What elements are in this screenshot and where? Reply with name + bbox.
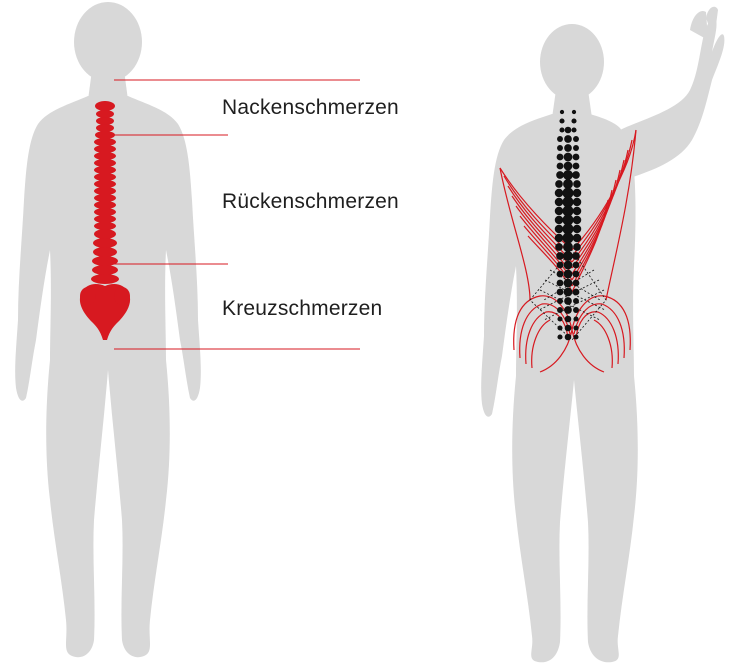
vertebra-dot: [557, 316, 562, 321]
vertebra-dot: [565, 127, 572, 134]
vertebra-dot: [573, 198, 582, 207]
vertebra-dot: [573, 271, 580, 278]
vertebra-dot: [556, 171, 564, 179]
vertebra-dot: [573, 234, 582, 243]
vertebra-dot: [573, 136, 579, 142]
vertebra-dot: [573, 243, 581, 251]
vertebra-dot: [573, 316, 578, 321]
vertebra-dot: [559, 127, 564, 132]
vertebra-dot: [573, 145, 579, 151]
vertebra-dot: [573, 216, 582, 225]
vertebra-dot: [555, 189, 564, 198]
vertebra-dot: [573, 154, 580, 161]
vertebra-dot: [573, 207, 582, 216]
vertebra-dot: [560, 110, 564, 114]
vertebra-dot: [564, 288, 573, 297]
vertebra-dot: [564, 279, 573, 288]
vertebra-dot: [565, 334, 572, 341]
vertebra-dot: [557, 154, 564, 161]
vertebra-dot: [557, 325, 562, 330]
vertebra-dot: [559, 118, 564, 123]
vertebra-dot: [555, 198, 564, 207]
vertebra-dot: [572, 110, 576, 114]
vertebra-dot: [573, 189, 582, 198]
vertebra-dot: [572, 171, 580, 179]
vertebra-dot: [564, 270, 573, 279]
vertebra-dot: [573, 298, 579, 304]
vertebra-dot: [557, 262, 564, 269]
vertebra-dot: [571, 118, 576, 123]
vertebra-dot: [573, 180, 581, 188]
vertebra-dot: [564, 261, 573, 270]
vertebra-dot: [557, 163, 564, 170]
vertebra-dot: [563, 251, 573, 261]
label-back-pain: Rückenschmerzen: [222, 190, 399, 214]
vertebra-dot: [557, 145, 563, 151]
vertebra-dot: [563, 170, 573, 180]
vertebra-dot: [556, 252, 564, 260]
vertebra-dot: [573, 262, 580, 269]
label-neck-pain: Nackenschmerzen: [222, 96, 399, 120]
vertebra-dot: [573, 163, 580, 170]
vertebra-dot: [557, 334, 562, 339]
vertebra-dot: [555, 243, 563, 251]
vertebra-dot: [564, 297, 572, 305]
vertebra-dot: [564, 306, 572, 314]
vertebra-dot: [564, 162, 573, 171]
label-lower-back-pain: Kreuzschmerzen: [222, 297, 382, 321]
vertebra-dot: [565, 316, 572, 323]
vertebra-dot: [564, 144, 572, 152]
vertebra-dot: [573, 334, 578, 339]
vertebra-dot: [564, 153, 573, 162]
vertebra-dot: [573, 307, 579, 313]
vertebra-dot: [557, 280, 564, 287]
vertebra-dot: [557, 307, 563, 313]
vertebra-dot: [557, 298, 563, 304]
vertebra-dot: [573, 280, 580, 287]
vertebra-dot: [564, 135, 572, 143]
vertebra-dot: [563, 242, 573, 252]
vertebra-dot: [563, 179, 573, 189]
vertebra-dot: [555, 225, 564, 234]
vertebra-dot: [573, 289, 580, 296]
vertebra-dot: [555, 180, 563, 188]
vertebra-dot: [555, 234, 564, 243]
vertebra-dot: [563, 233, 574, 244]
vertebra-dot: [571, 127, 576, 132]
vertebra-dot: [573, 225, 582, 234]
vertebra-dot: [572, 252, 580, 260]
vertebra-dot: [557, 289, 564, 296]
vertebra-dot: [555, 216, 564, 225]
vertebra-dot: [557, 136, 563, 142]
back-body-silhouette: [481, 7, 724, 663]
vertebra-dot: [573, 325, 578, 330]
vertebra-dot: [555, 207, 564, 216]
vertebra-dot: [565, 325, 572, 332]
vertebra-dot: [557, 271, 564, 278]
